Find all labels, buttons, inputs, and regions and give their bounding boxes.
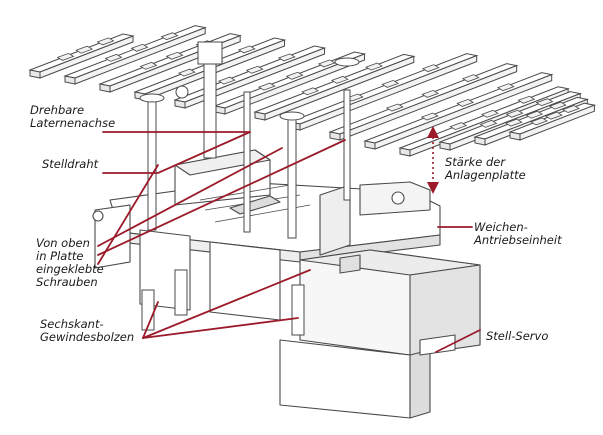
sleeper-back-3-plate-2 [237,45,256,54]
leader-bolt-2 [142,269,311,339]
screw-rod-mid [243,91,251,233]
leader-bolt-1 [142,317,299,339]
label-drive-unit: Weichen- Antriebseinheit [474,220,562,247]
sleeper-back-6-plate-1 [330,75,349,84]
leader-servo [435,329,481,353]
sleeper-back-2-end [99,83,111,93]
sleeper-back-1-plate-0 [104,53,123,62]
sleeper-front-6-end [509,131,521,141]
sleeper-back-2-plate-0 [139,61,158,70]
label-servo: Stell-Servo [486,329,549,343]
screw-head-left [139,93,165,103]
sleeper-back-4-end [174,99,186,109]
label-hex-bolts: Sechskant- Gewindesbolzen [40,317,135,344]
sleeper-front-6-side [519,104,595,141]
sleeper-front-0-plate-2 [421,64,440,73]
screw-head-right [279,111,305,121]
sleeper-front-3-plate-2 [517,95,536,104]
sleeper-front-3-end [399,147,411,157]
sleeper-back-5-plate-1 [285,71,304,80]
sleeper-back-2-plate-1 [165,51,184,60]
sleeper-back-5-side [224,53,365,115]
lantern-axis [175,41,223,159]
sleeper-front-2-plate-1 [456,98,475,107]
sleeper-front-4-plate-2 [535,98,554,107]
sleeper-back-0-plate-1 [75,45,94,54]
sleeper-back-0-side [39,35,134,79]
sleeper-front-3-plate-0 [449,122,468,131]
label-board-thickness: Stärke der Anlagenplatte [445,155,526,182]
label-glued-screws: Von oben in Platte eingeklebte Schrauben [36,236,104,289]
sleeper-front-5-end [474,136,486,146]
sleeper-front-6-plate-1 [544,111,563,120]
leader-wire [102,131,251,174]
sleeper-front-4-end [439,141,451,151]
thickness-arrow [427,126,439,194]
sleeper-back-4-plate-0 [217,76,236,85]
hex-bolt-mid [174,269,188,316]
sleeper-back-4-side [184,47,325,109]
sleeper-back-0-plate-0 [56,52,75,61]
sleeper-back-6-plate-2 [365,62,383,71]
sleeper-front-6-plate-0 [530,117,548,126]
leader-bolt-3 [142,301,159,339]
screw-rod-left [147,99,157,231]
sleeper-back-0-end [29,69,41,79]
sleeper-front-5-plate-2 [548,101,567,110]
sleeper-front-6-plate-2 [562,105,580,113]
servo [279,249,481,419]
drive-unit [92,149,441,321]
sleeper-back-1-plate-2 [160,32,179,41]
sleeper-front-0-plate-1 [381,79,400,88]
label-control-wire: Stelldraht [42,157,99,171]
sleeper-front-2-plate-2 [496,83,515,92]
sleeper-front-4-plate-1 [505,109,524,118]
sleeper-back-5-plate-0 [257,82,276,91]
screw-rod-right [287,117,297,239]
leader-screw-1 [97,147,283,247]
sleeper-back-0-plate-2 [96,37,115,46]
sleeper-back-4-plate-2 [277,53,296,62]
sleeper-front-4-plate-0 [479,119,498,128]
sleeper-front-5-plate-1 [525,110,544,119]
sleeper-back-6-end [254,111,266,121]
sleeper-back-1-plate-1 [130,43,149,52]
sleeper-back-3-plate-0 [177,68,196,77]
leader-screw-3 [97,164,159,265]
label-lantern-axis: Drehbare Laternenachse [30,103,116,130]
sleeper-front-5-plate-0 [504,118,523,127]
sleeper-front-3-plate-1 [481,109,499,118]
sleeper-front-1-plate-0 [385,103,404,112]
sleeper-back-4-plate-1 [245,65,264,74]
leader-screw-2 [97,139,346,256]
sleeper-back-6-plate-0 [301,87,320,96]
sleeper-front-1-plate-2 [461,74,480,83]
sleeper-front-2-end [364,140,376,150]
sleeper-back-6-side [264,55,415,121]
tie-plates [56,32,580,131]
sleeper-front-2-plate-0 [420,112,439,121]
sleeper-back-1-side [74,26,206,85]
sleeper-front-1-end [329,131,341,141]
screw-head-far [334,57,360,67]
rods [139,57,360,336]
sleeper-back-1-end [64,75,76,85]
sleeper-front-1-plate-1 [421,89,440,98]
screw-rod-far [343,89,351,201]
leader-lines [97,131,481,353]
sleeper-front-2-side [374,73,553,150]
sleeper-front-1-side [339,64,518,141]
hex-bolt-right [291,284,305,336]
